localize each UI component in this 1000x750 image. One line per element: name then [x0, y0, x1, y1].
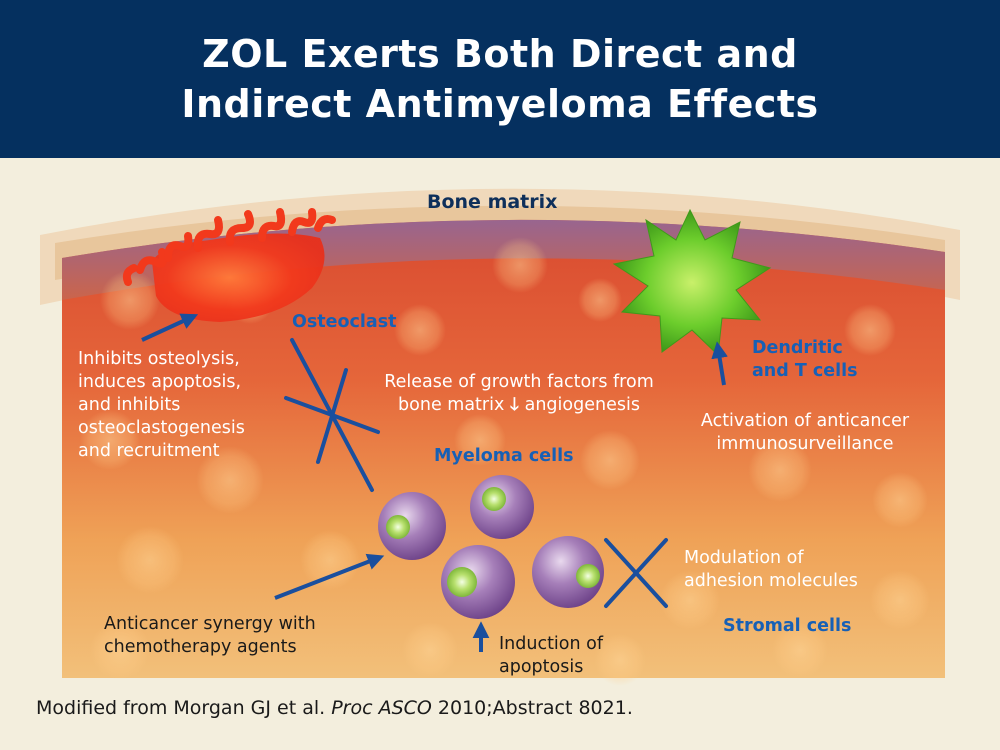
adhesion-annotation: Modulation of adhesion molecules [684, 548, 858, 591]
myeloma-cell-4 [532, 536, 604, 608]
journal-name: Proc ASCO [331, 697, 432, 719]
osteoclast-cell [122, 208, 336, 322]
myeloma-cell-1 [378, 492, 446, 560]
myeloma-cell-2 [470, 475, 534, 539]
apoptosis-annotation: Induction of apoptosis [499, 634, 604, 677]
arrow-to-dendritic [711, 341, 728, 386]
bone-matrix-label: Bone matrix [427, 191, 558, 213]
dendritic-label-line-1: Dendritic [752, 338, 843, 358]
citation-footer: Modified from Morgan GJ et al. Proc ASCO… [36, 697, 633, 719]
arrows [141, 313, 728, 652]
title-line-1: ZOL Exerts Both Direct and [202, 32, 798, 76]
title-line-2: Indirect Antimyeloma Effects [181, 82, 819, 126]
stromal-cells-label: Stromal cells [723, 616, 852, 636]
stromal-inhibition-x [604, 538, 668, 608]
immunosurveillance-annotation: Activation of anticancer immunosurveilla… [700, 411, 910, 454]
arrow-to-osteoclast [141, 313, 199, 342]
background-cells [80, 237, 930, 686]
osteolysis-annotation: Inhibits osteolysis, induces apoptosis, … [78, 349, 245, 461]
osteoclast-inhibition-x [284, 338, 380, 492]
dendritic-cell [612, 208, 772, 357]
myeloma-cells-label: Myeloma cells [434, 446, 574, 466]
arrow-to-myeloma [274, 553, 385, 600]
growth-factors-annotation: Release of growth factors from bone matr… [384, 372, 654, 415]
osteoclast-label: Osteoclast [292, 312, 397, 332]
down-arrow-icon: 🡓 [509, 395, 520, 415]
myeloma-cell-3 [441, 545, 515, 619]
title-banner: ZOL Exerts Both Direct and Indirect Anti… [0, 0, 1000, 158]
synergy-annotation: Anticancer synergy with chemotherapy age… [104, 614, 316, 657]
dendritic-label-line-2: and T cells [752, 361, 858, 381]
